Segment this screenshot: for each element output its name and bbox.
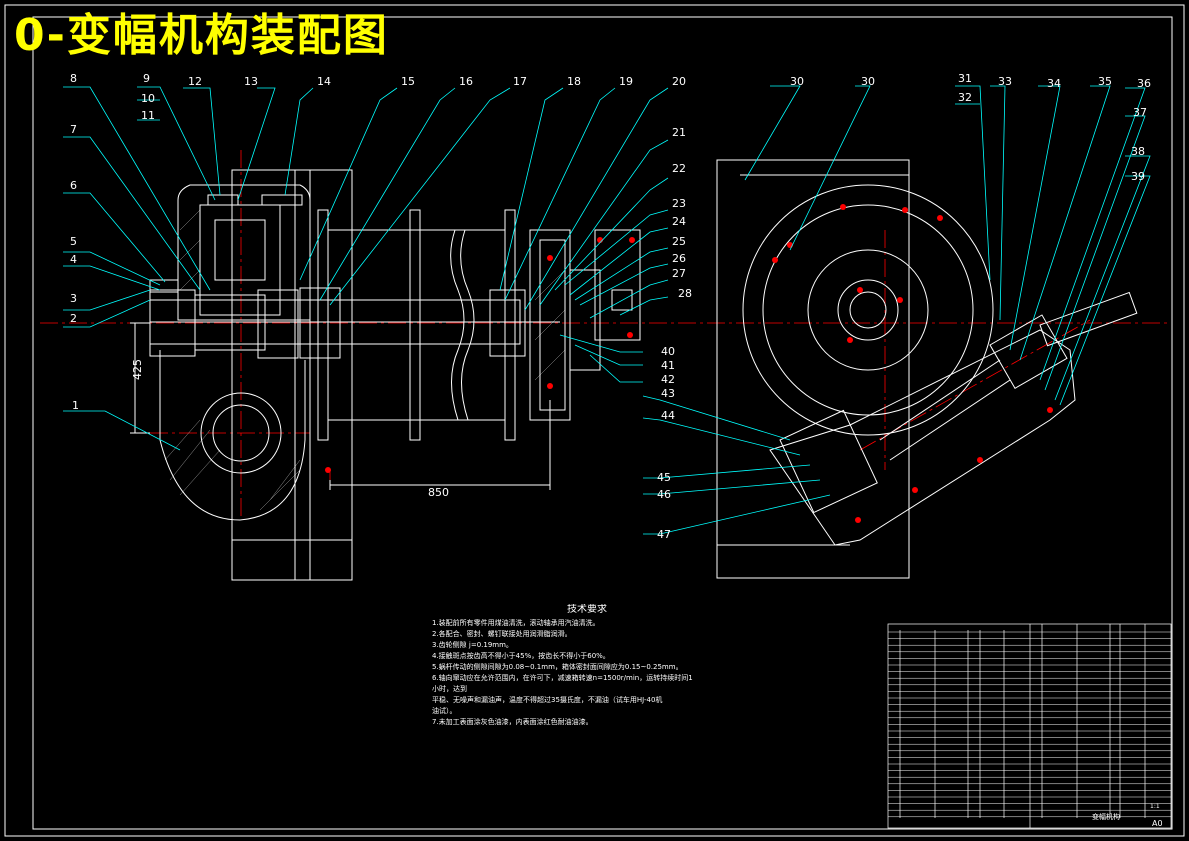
- callout-20: 20: [672, 75, 686, 88]
- tech-note-line: 1.装配前所有零件用煤油清洗，滚动轴承用汽油清洗。: [432, 619, 600, 627]
- callout-17: 17: [513, 75, 527, 88]
- callout-46: 46: [657, 488, 671, 501]
- callout-42: 42: [661, 373, 675, 386]
- callout-34: 34: [1047, 77, 1061, 90]
- drawing-frame: [4, 4, 1185, 837]
- callout-11: 11: [141, 109, 155, 122]
- dimension-vertical: 425: [131, 359, 144, 380]
- callout-10: 10: [141, 92, 155, 105]
- callout-16: 16: [459, 75, 473, 88]
- tech-note-line: 油试）。: [432, 707, 457, 715]
- callout-18: 18: [567, 75, 581, 88]
- callout-36: 36: [1137, 77, 1151, 90]
- callout-19: 19: [619, 75, 633, 88]
- tech-note-line: 小时，达到: [432, 685, 467, 693]
- callout-9: 9: [143, 72, 150, 85]
- callout-45: 45: [657, 471, 671, 484]
- tech-note-line: 6.轴向窜动应在允许范围内，在许可下，减速箱转速n=1500r/min，运转持续…: [432, 674, 693, 682]
- callout-3: 3: [70, 292, 77, 305]
- callout-1: 1: [72, 399, 79, 412]
- callout-37: 37: [1133, 106, 1147, 119]
- callout-40: 40: [661, 345, 675, 358]
- drawing-title: 0-变幅机构装配图: [14, 10, 389, 61]
- tech-note-line: 2.各配合、密封、螺钉联接处用润滑脂润滑。: [432, 630, 572, 638]
- technical-requirements: 技术要求 1.装配前所有零件用煤油清洗，滚动轴承用汽油清洗。 2.各配合、密封、…: [432, 604, 702, 728]
- callout-24: 24: [672, 215, 686, 228]
- callouts-right: 30 30 31 32 33 34 35 36 37 38 39: [790, 72, 1151, 183]
- leader-lines: [63, 85, 1151, 535]
- callout-23: 23: [672, 197, 686, 210]
- title-block-name: 变幅机构: [1092, 812, 1120, 821]
- callout-44: 44: [661, 409, 675, 422]
- callout-38: 38: [1131, 145, 1145, 158]
- callout-30a: 30: [790, 75, 804, 88]
- tech-notes-heading: 技术要求: [567, 604, 607, 615]
- parts-list-rows: [888, 631, 1171, 818]
- left-view: [130, 169, 641, 581]
- callout-30b: 30: [861, 75, 875, 88]
- bolt-holes: [325, 204, 1053, 523]
- callout-41: 41: [661, 359, 675, 372]
- tech-note-line: 平稳、无噪声和漏油声，温度不得超过35摄氏度，不漏油（试车用HJ-40机: [432, 696, 663, 704]
- callout-13: 13: [244, 75, 258, 88]
- callout-43: 43: [661, 387, 675, 400]
- callout-39: 39: [1131, 170, 1145, 183]
- callouts-left: 1 2 3 4 5 6 7 8 9 10 11 12 13 14 15 16 1…: [70, 72, 692, 541]
- callout-6: 6: [70, 179, 77, 192]
- callout-47: 47: [657, 528, 671, 541]
- tech-note-line: 5.蜗杆传动的侧隙间隙为0.08~0.1mm，箱体密封面间隙应为0.15~0.2…: [432, 663, 683, 671]
- right-view: [716, 159, 1138, 579]
- tech-note-line: 4.接触斑点按齿高不得小于45%，按齿长不得小于60%。: [432, 652, 610, 660]
- callout-33: 33: [998, 75, 1012, 88]
- callout-4: 4: [70, 253, 77, 266]
- section-hatching: [164, 209, 566, 511]
- callout-27: 27: [672, 267, 686, 280]
- sheet-label: A0: [1152, 819, 1163, 828]
- callout-5: 5: [70, 235, 77, 248]
- callout-22: 22: [672, 162, 686, 175]
- callout-32: 32: [958, 91, 972, 104]
- parts-list-table: [887, 623, 1172, 829]
- dimension-horizontal: 850: [428, 486, 449, 499]
- callout-25: 25: [672, 235, 686, 248]
- callout-2: 2: [70, 312, 77, 325]
- callout-14: 14: [317, 75, 331, 88]
- callout-28: 28: [678, 287, 692, 300]
- callout-7: 7: [70, 123, 77, 136]
- callout-12: 12: [188, 75, 202, 88]
- callout-31: 31: [958, 72, 972, 85]
- callout-15: 15: [401, 75, 415, 88]
- tech-note-line: 3.齿轮侧隙 j=0.19mm。: [432, 641, 513, 649]
- callout-21: 21: [672, 126, 686, 139]
- callout-26: 26: [672, 252, 686, 265]
- scale-label: 1:1: [1150, 803, 1160, 810]
- callout-35: 35: [1098, 75, 1112, 88]
- callout-8: 8: [70, 72, 77, 85]
- tech-note-line: 7.未加工表面涂灰色油漆，内表面涂红色耐油油漆。: [432, 718, 593, 726]
